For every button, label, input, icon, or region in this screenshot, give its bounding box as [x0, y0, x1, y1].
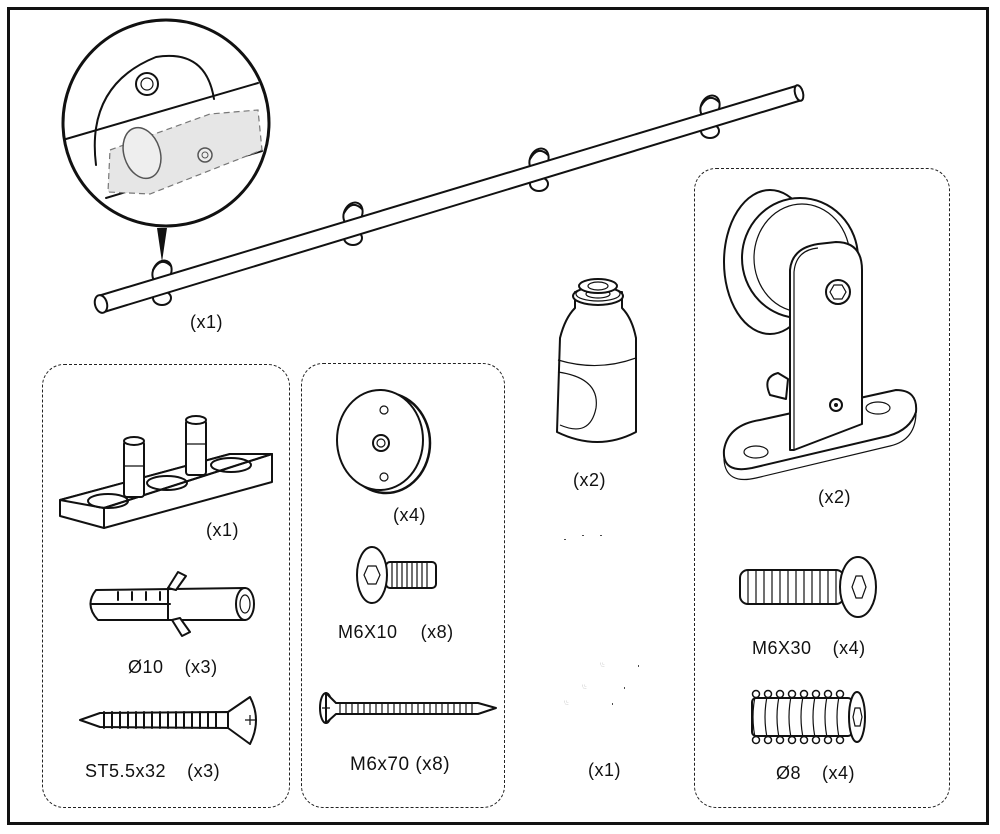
- wood-screw-spec: ST5.5x32: [85, 761, 167, 781]
- wood-screw-label: ST5.5x32 (x3): [85, 761, 220, 782]
- roller-hanger-icon: [722, 189, 918, 481]
- wood-screw-qty: (x3): [187, 761, 221, 781]
- wall-anchor-label: Ø10 (x3): [128, 657, 218, 678]
- threaded-insert-qty: (x4): [822, 763, 856, 783]
- roller-hanger-qty-label: (x2): [818, 487, 851, 507]
- long-bolt-label: M6X30 (x4): [752, 638, 866, 659]
- floor-guide-plate-qty-label: (x1): [206, 520, 239, 540]
- end-stopper-icon: [556, 278, 637, 443]
- group-box-middle: [301, 363, 505, 808]
- track-rail-qty-label: (x1): [190, 312, 223, 332]
- round-spacer-qty-label: (x4): [393, 505, 426, 525]
- diagram-frame: [7, 7, 989, 825]
- floor-guide-plate-icon: [59, 415, 273, 529]
- group-box-right: [694, 168, 950, 808]
- wall-anchor-qty: (x3): [184, 657, 218, 677]
- wall-anchor-spec: Ø10: [128, 657, 164, 677]
- long-screw-qty: (x8): [415, 754, 451, 775]
- long-bolt-icon: [739, 556, 877, 618]
- group-box-left: [42, 364, 290, 808]
- track-rail-icon: [93, 84, 805, 314]
- long-screw-label: M6x70 (x8): [350, 754, 450, 776]
- hex-keys-qty-label: (x1): [588, 760, 621, 780]
- wall-anchor-icon: [89, 571, 255, 637]
- short-bolt-icon: [356, 546, 437, 604]
- wood-screw-icon: [79, 696, 257, 745]
- long-bolt-spec: M6X30: [752, 638, 812, 658]
- long-screw-spec: M6x70: [350, 754, 410, 775]
- hex-keys-icon: [564, 535, 639, 705]
- threaded-insert-spec: Ø8: [776, 763, 802, 783]
- long-bolt-qty: (x4): [832, 638, 866, 658]
- detail-magnifier-icon: [61, 18, 271, 262]
- short-bolt-spec: M6X10: [338, 622, 398, 642]
- threaded-insert-label: Ø8 (x4): [776, 763, 855, 784]
- short-bolt-qty: (x8): [420, 622, 454, 642]
- end-stopper-qty-label: (x2): [573, 470, 606, 490]
- threaded-insert-icon: [751, 689, 866, 745]
- short-bolt-label: M6X10 (x8): [338, 622, 454, 643]
- long-screw-icon: [319, 692, 497, 724]
- round-spacer-disc-icon: [336, 389, 432, 495]
